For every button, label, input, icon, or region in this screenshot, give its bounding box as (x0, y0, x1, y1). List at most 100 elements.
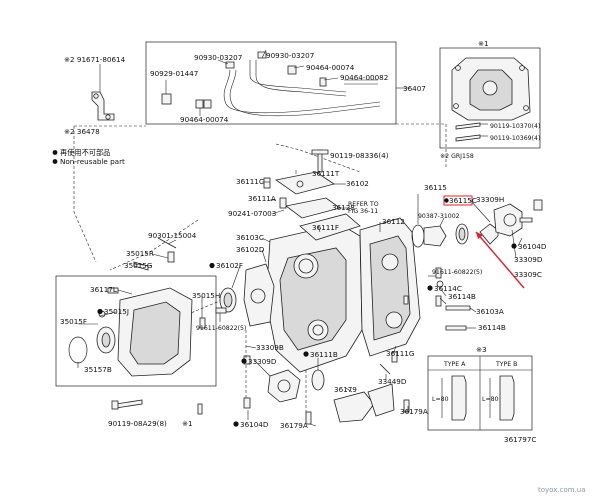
note-n3: ※3 (476, 345, 487, 354)
extension-inset-frame (55, 275, 217, 387)
bolt-90119-10369 (455, 134, 481, 142)
non-reusable-dot (444, 198, 449, 203)
watermark: toyox.com.ua (538, 486, 586, 494)
type-a-part (451, 375, 467, 421)
label-l80-a: L=80 (432, 396, 449, 403)
bolt-90119-10370 (455, 122, 481, 130)
extension-housing-inset (55, 275, 217, 387)
refer-fig: FIG 36-11 (348, 208, 378, 215)
cover-inset (439, 47, 541, 149)
transfer-case-group (265, 213, 363, 373)
label-36111b: 36111B (310, 350, 338, 359)
clamp-90464 (319, 77, 327, 87)
bolt-90119-08a29 (115, 399, 143, 409)
hose-box-36407 (145, 41, 410, 125)
label-90241: 90241-07003 (228, 209, 276, 218)
highlight-box (443, 195, 473, 206)
label-90119-08336: 90119-08336(4) (330, 151, 389, 160)
label-35015j: 35015J (104, 307, 129, 316)
note-n1-bottom: ※1 (182, 419, 193, 428)
label-36103c: 36103C (236, 233, 264, 242)
label-35157b: 35157B (84, 365, 112, 374)
legend-dot-en (52, 159, 58, 164)
label-36111c: 36111C (236, 177, 264, 186)
label-36115: 36115 (424, 183, 447, 192)
callout-labels: ※2 91671-80614 ※2 36478 36407 90929-0144… (60, 39, 586, 494)
shift-parts-group (107, 237, 177, 294)
bolt-36103a (445, 305, 471, 311)
label-36179a-right: 36179A (400, 407, 428, 416)
legend-dot-jp (52, 150, 58, 155)
note-n1-top: ※1 (478, 39, 489, 48)
label-36114c: 36114C (434, 284, 462, 293)
bolt-36179a-right (403, 399, 410, 413)
gasket-36117l (107, 287, 119, 294)
label-36128: 36128 (332, 203, 355, 212)
bracket-36179-b (367, 383, 395, 417)
plug-35015h (199, 317, 206, 329)
label-91611-left: 91611-60822(5) (196, 325, 246, 332)
spring-90241 (279, 197, 287, 209)
label-type-b: TYPE B (495, 361, 517, 368)
legend-en: Non-reusable part (60, 157, 125, 166)
label-33309h: 33309H (476, 195, 504, 204)
ring-35157b (68, 336, 88, 364)
label-36102d: 36102D (236, 245, 265, 254)
label-90930-a: 90930-03207 (194, 53, 242, 62)
plug-36111g (391, 351, 398, 363)
label-36114b-upper: 36114B (448, 292, 476, 301)
label-36111g: 36111G (386, 349, 414, 358)
legend-jp: 再使用不可部品 (60, 148, 110, 157)
label-90119-10370: 90119-10370(4) (490, 123, 540, 130)
cover-boss (482, 80, 498, 96)
label-35015g: 35015G (124, 261, 152, 270)
extension-housing-inner (129, 301, 181, 365)
label-35015f: 35015F (60, 317, 87, 326)
vent-tube-2 (229, 69, 381, 117)
ring-33309h (479, 223, 499, 245)
label-33309d-lower: 33309D (248, 357, 277, 366)
label-36111t: 36111T (312, 169, 340, 178)
clamp-90464 (203, 99, 212, 109)
label-36179: 36179 (334, 385, 357, 394)
non-reusable-dot (427, 285, 433, 291)
label-36102f: 36102F (216, 261, 243, 270)
label-l80-b: L=80 (482, 396, 499, 403)
plug-36111c (263, 177, 271, 189)
figure-number: 361797C (504, 435, 536, 444)
label-36111f: 36111F (312, 223, 339, 232)
label-90929: 90929-01447 (150, 69, 198, 78)
label-36111a: 36111A (248, 194, 276, 203)
clamp-90464 (195, 99, 204, 109)
label-90119-08a29: 90119-08A29(8) (108, 419, 167, 428)
label-33449d: 33449D (378, 377, 407, 386)
non-reusable-dot (97, 308, 103, 315)
bracket-36179 (333, 391, 375, 423)
rear-case-web (369, 235, 411, 341)
bolt-91611-left (215, 307, 227, 314)
label-36102: 36102 (346, 179, 369, 188)
pin-n1 (197, 403, 203, 415)
bolt-group-bottom-left (111, 399, 203, 415)
label-33309d-right: 33309D (514, 255, 543, 264)
label-36114b-lower: 36114B (478, 323, 506, 332)
pin-33449d (379, 363, 391, 375)
type-b-part (499, 375, 515, 421)
clamp-90929 (161, 93, 172, 105)
snap-ring-36115 (411, 224, 425, 248)
bracket-36478-group (91, 64, 115, 121)
label-91671: ※2 91671-80614 (64, 55, 126, 64)
label-36117l: 36117L (90, 285, 117, 294)
bearing-36115 (423, 225, 447, 247)
bracket-36478 (91, 91, 115, 121)
top-plate-group (263, 149, 341, 219)
label-90464-c: 90464-00074 (180, 115, 229, 124)
plate-36111f (299, 213, 361, 241)
label-36104d-right: 36104D (518, 242, 547, 251)
bolt-36114b-lower (445, 325, 467, 331)
label-36407: 36407 (403, 84, 426, 93)
bolt-91611-right (435, 267, 442, 279)
label-90119-10369: 90119-10369(4) (490, 135, 540, 142)
